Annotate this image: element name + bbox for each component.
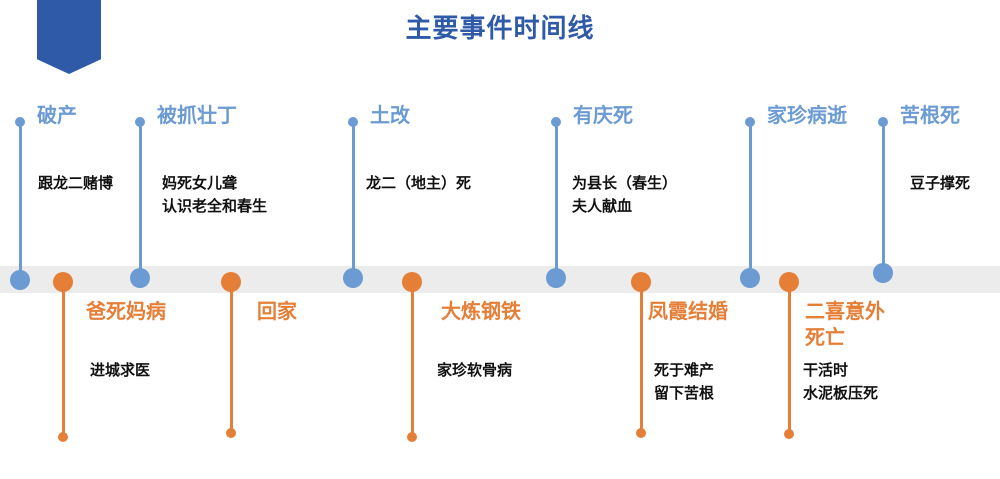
lower-event-marker <box>779 272 799 292</box>
page-title: 主要事件时间线 <box>405 14 595 44</box>
upper-event-description: 跟龙二赌博 <box>38 172 113 195</box>
description-line: 家珍软骨病 <box>437 361 513 379</box>
lower-event-small-dot <box>58 432 68 442</box>
upper-event-description: 妈死女儿聋认识老全和春生 <box>162 172 267 218</box>
lower-event-small-dot <box>784 429 794 439</box>
header-ribbon <box>37 0 101 74</box>
upper-event-description: 豆子撑死 <box>910 172 970 195</box>
lower-event-label: 回家 <box>257 298 297 324</box>
description-line: 进城求医 <box>90 361 151 379</box>
upper-event-line <box>351 122 355 278</box>
description-line: 认识老全和春生 <box>162 197 268 215</box>
upper-event-label: 苦根死 <box>900 103 960 127</box>
description-line: 跟龙二赌博 <box>38 174 114 192</box>
upper-event-marker <box>343 268 363 288</box>
description-line: 水泥板压死 <box>803 384 879 402</box>
lower-event-line <box>61 282 65 437</box>
lower-event-marker <box>221 272 241 292</box>
upper-event-label: 有庆死 <box>573 103 633 127</box>
label-line: 死亡 <box>805 325 845 349</box>
upper-event-marker <box>546 268 566 288</box>
lower-event-marker <box>631 272 651 292</box>
lower-event-line <box>639 282 643 433</box>
upper-event-label: 家珍病逝 <box>767 103 847 127</box>
upper-event-description: 龙二（地主）死 <box>366 172 471 195</box>
label-line: 二喜意外 <box>805 299 885 323</box>
upper-event-line <box>748 122 752 278</box>
timeline-band <box>0 266 1000 293</box>
lower-event-label: 凤霞结婚 <box>648 298 728 324</box>
lower-event-label: 二喜意外死亡 <box>805 298 885 350</box>
upper-event-description: 为县长（春生） 夫人献血 <box>572 172 677 218</box>
description-line: 妈死女儿聋 <box>162 174 238 192</box>
lower-event-description: 干活时水泥板压死 <box>803 359 878 405</box>
upper-event-marker <box>740 268 760 288</box>
lower-event-description: 死于难产留下苦根 <box>654 359 714 405</box>
upper-event-label: 破产 <box>37 103 77 127</box>
label-line: 大炼钢铁 <box>441 299 521 323</box>
lower-event-marker <box>402 272 422 292</box>
upper-event-label: 被抓壮丁 <box>157 103 237 127</box>
lower-event-label: 爸死妈病 <box>86 298 166 324</box>
description-line: 死于难产 <box>654 361 715 379</box>
description-line: 龙二（地主）死 <box>366 174 472 192</box>
lower-event-label: 大炼钢铁 <box>441 298 521 324</box>
description-line: 留下苦根 <box>654 384 715 402</box>
description-line: 夫人献血 <box>572 197 633 215</box>
upper-event-small-dot <box>878 117 888 127</box>
upper-event-small-dot <box>745 117 755 127</box>
upper-event-line <box>138 122 142 278</box>
lower-event-line <box>229 282 233 433</box>
upper-event-small-dot <box>348 117 358 127</box>
upper-event-small-dot <box>15 117 25 127</box>
description-line: 为县长（春生） <box>572 174 678 192</box>
description-line: 豆子撑死 <box>910 174 971 192</box>
label-line: 凤霞结婚 <box>648 299 728 323</box>
lower-event-description: 进城求医 <box>90 359 150 382</box>
lower-event-small-dot <box>407 432 417 442</box>
label-line: 回家 <box>257 299 297 323</box>
lower-event-line <box>787 282 791 434</box>
label-line: 爸死妈病 <box>86 299 166 323</box>
upper-event-marker <box>10 270 30 290</box>
upper-event-line <box>881 122 885 273</box>
upper-event-line <box>18 122 22 280</box>
upper-event-small-dot <box>551 117 561 127</box>
lower-event-line <box>410 282 414 437</box>
lower-event-marker <box>53 272 73 292</box>
upper-event-line <box>554 122 558 278</box>
description-line: 干活时 <box>803 361 849 379</box>
lower-event-small-dot <box>226 428 236 438</box>
upper-event-small-dot <box>135 117 145 127</box>
lower-event-small-dot <box>636 428 646 438</box>
upper-event-label: 土改 <box>370 103 410 127</box>
upper-event-marker <box>130 268 150 288</box>
upper-event-marker <box>873 263 893 283</box>
lower-event-description: 家珍软骨病 <box>437 359 512 382</box>
